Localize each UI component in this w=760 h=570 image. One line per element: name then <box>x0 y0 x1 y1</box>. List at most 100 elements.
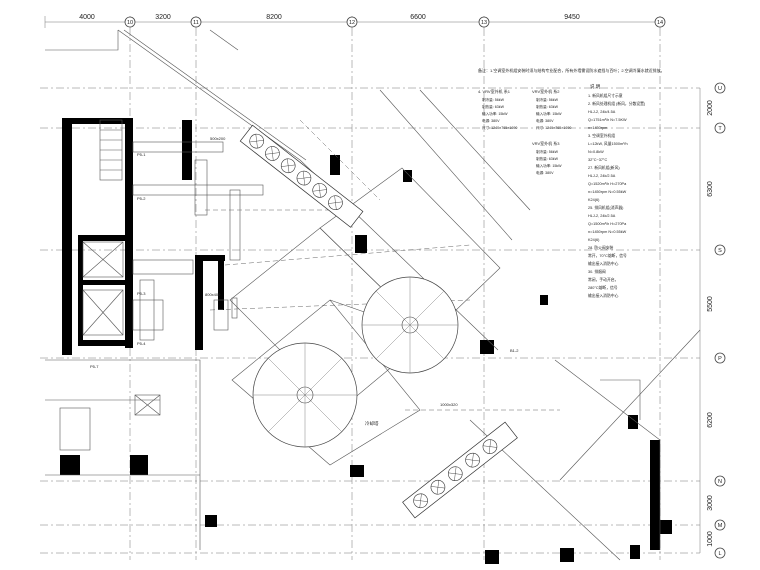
grid-bubble-13 <box>478 16 490 28</box>
legend-line: Q=1751m³/h N=7.5KW <box>588 118 627 122</box>
legend-line: n=1450rpm N=0.55kW <box>588 190 627 194</box>
svg-text:电源: 380V: 电源: 380V <box>482 118 500 123</box>
dim-top-2: 3200 <box>155 14 171 21</box>
svg-text:输入功率: 15kW: 输入功率: 15kW <box>482 111 508 116</box>
svg-text:尺寸: 1240×765×1690: 尺寸: 1240×765×1690 <box>536 125 571 130</box>
legend-line: n=1450rpm <box>588 126 607 130</box>
svg-text:S: S <box>718 248 722 254</box>
legend-line: n=1450rpm N=0.55kW <box>588 230 627 234</box>
tag-duct-3: 800x400 <box>205 292 221 297</box>
dim-top-4: 6600 <box>410 14 426 21</box>
spec-box-3: VRV室外机 系3 制冷量: 56kW 制热量: 63kW 输入功率: 15kW… <box>532 140 562 175</box>
small-fan <box>280 158 296 174</box>
small-fan <box>328 195 343 211</box>
right-dimension-bar: 2000 6300 5500 6200 3000 1000 U T S P N … <box>699 82 726 559</box>
fan-large-2 <box>361 276 459 374</box>
grid-bubble-T <box>714 122 726 134</box>
svg-text:U: U <box>718 86 722 92</box>
dim-right-4: 6200 <box>707 412 714 428</box>
vrv-units-top <box>239 124 364 228</box>
header-note: 备注：1.空调室外机组安装时须与结构专业配合，所有外墙需设防水遮挡与百叶；2.空… <box>478 67 665 73</box>
legend-line: K24(6) <box>588 238 600 242</box>
legend-line: K24(6) <box>588 198 600 202</box>
tag-duct-1: 500x200 <box>210 136 226 141</box>
svg-text:VRV室外机 系2: VRV室外机 系2 <box>532 88 560 94</box>
label-cooling-tower: 冷却塔 <box>365 420 379 427</box>
small-fan <box>430 479 446 495</box>
dim-right-3: 5500 <box>707 296 714 312</box>
small-fan <box>447 466 463 481</box>
grid-bubble-11 <box>190 16 202 28</box>
svg-text:制冷量: 56kW: 制冷量: 56kW <box>536 149 559 154</box>
legend-line: 2. 新风处理机组 (新风，分散设置) <box>588 101 646 106</box>
legend-line: 25. 排风机组(消声器) <box>588 205 624 210</box>
legend-line: 32°C~37°C <box>588 158 607 162</box>
ductwork <box>132 119 560 411</box>
svg-text:11: 11 <box>193 20 199 26</box>
grid-bubble-14 <box>654 16 666 28</box>
tag-p5-3: P5-3 <box>137 291 146 296</box>
svg-text:13: 13 <box>481 20 487 26</box>
tag-p5-7: P5-7 <box>90 364 99 369</box>
svg-text:4. VRV室外机 系1: 4. VRV室外机 系1 <box>478 88 511 94</box>
legend-line: L=12kW, 风量1500m³/h <box>588 141 628 146</box>
legend-line: Q=1520m³/h H=270Pa <box>588 182 627 186</box>
svg-text:制冷量: 56kW: 制冷量: 56kW <box>536 97 559 102</box>
small-fan <box>249 133 264 149</box>
svg-text:电源: 380V: 电源: 380V <box>536 118 554 123</box>
small-fan <box>413 493 428 509</box>
legend-line: 280°C熔断，信号 <box>588 285 618 290</box>
dim-top-1: 4000 <box>79 14 95 21</box>
legend-line: 27. 新风机组(新风) <box>588 165 620 170</box>
small-fan <box>296 170 312 186</box>
svg-text:电源: 380V: 电源: 380V <box>536 170 554 175</box>
structural-walls <box>60 118 672 564</box>
grid-bubble-12 <box>346 16 358 28</box>
small-fan <box>465 452 480 468</box>
plan-annotations: P5-1 P5-2 P5-3 P5-4 500x200 1000x320 800… <box>90 136 519 407</box>
svg-text:制热量: 63kW: 制热量: 63kW <box>482 104 505 109</box>
dim-top-5: 9450 <box>564 14 580 21</box>
svg-text:10: 10 <box>127 20 133 26</box>
legend-line: 常闭，手动开启， <box>588 277 618 282</box>
small-fan <box>312 183 328 198</box>
dim-right-6: 1000 <box>707 531 714 547</box>
dim-right-1: 2000 <box>707 100 714 116</box>
fan-large-1 <box>252 342 358 448</box>
small-fan <box>482 439 498 454</box>
spec-box-1: 4. VRV室外机 系1 制冷量: 56kW 制热量: 63kW 输入功率: 1… <box>478 88 517 130</box>
dim-top-3: 8200 <box>266 14 282 21</box>
grid-bubble-10 <box>124 16 136 28</box>
legend-title: 说 明 <box>590 83 601 90</box>
svg-text:N: N <box>718 479 722 485</box>
svg-text:L: L <box>718 551 721 557</box>
svg-text:T: T <box>718 126 722 132</box>
grid-bubble-U <box>714 82 726 94</box>
grid-bubble-S <box>714 244 726 256</box>
legend-line: HLJ-2, 24k/2.5A <box>588 214 616 218</box>
svg-text:尺寸: 1240×765×1690: 尺寸: 1240×765×1690 <box>482 125 517 130</box>
small-fan <box>265 146 280 161</box>
dim-right-2: 6300 <box>707 181 714 197</box>
svg-text:制热量: 63kW: 制热量: 63kW <box>536 156 559 161</box>
svg-text:输入功率: 15kW: 输入功率: 15kW <box>536 163 562 168</box>
legend-line: Q=1500m³/h H=270Pa <box>588 222 627 226</box>
top-dimension-bar: 4000 3200 8200 6600 9450 10 11 12 13 14 <box>44 14 666 28</box>
grid-bubble-N <box>714 475 726 487</box>
legend-line: 3. 空调室外机组 <box>588 133 615 138</box>
tag-b1-2: B1-2 <box>510 348 519 353</box>
svg-text:制热量: 63kW: 制热量: 63kW <box>536 104 559 109</box>
grid-bubble-L <box>714 547 726 559</box>
legend-line: 输出接入消防中心 <box>588 293 619 298</box>
legend-line: N=0.8kW <box>588 150 604 154</box>
svg-text:12: 12 <box>349 20 355 26</box>
svg-text:输入功率: 15kW: 输入功率: 15kW <box>536 111 562 116</box>
tag-duct-2: 1000x320 <box>440 402 458 407</box>
tag-p5-1: P5-1 <box>137 152 146 157</box>
grid-bubble-M <box>714 519 726 531</box>
svg-text:制冷量: 56kW: 制冷量: 56kW <box>482 97 505 102</box>
vrv-units-bottom <box>402 421 518 519</box>
